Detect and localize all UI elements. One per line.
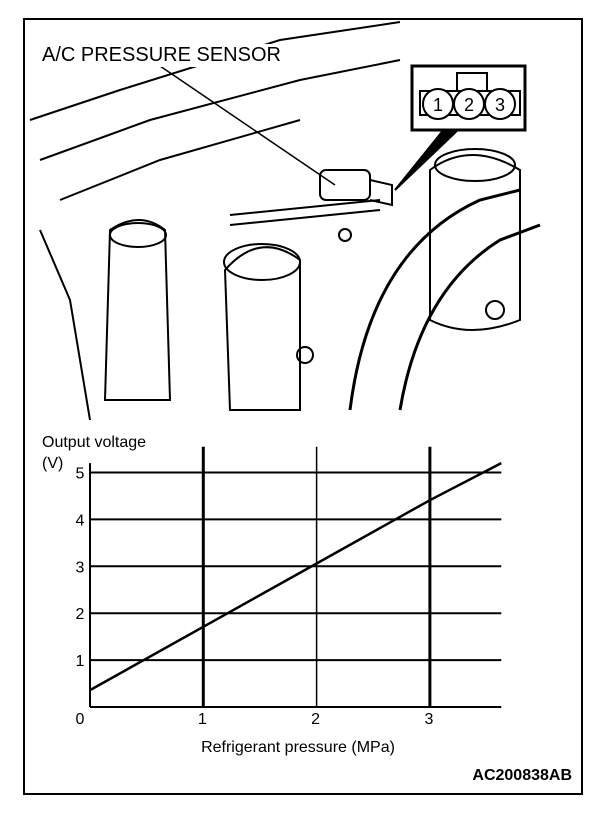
connector-pin-label: 1	[433, 95, 443, 115]
fender-line	[59, 119, 301, 201]
x-tick-label: 1	[198, 711, 207, 728]
bolt	[338, 228, 352, 242]
series-line-output-voltage	[89, 462, 502, 692]
reservoir-left	[103, 219, 172, 401]
pressure-sensor-body	[319, 169, 371, 201]
y-tick-label: 4	[76, 512, 85, 529]
large-hose	[348, 188, 521, 411]
origin-label: 0	[76, 711, 85, 728]
y-tick-label: 3	[76, 559, 85, 576]
refrigerant-line	[229, 209, 381, 226]
y-axis-label: Output voltage	[42, 434, 146, 451]
y-tick-label: 1	[76, 653, 85, 670]
fender-line	[39, 229, 91, 420]
y-axis-unit: (V)	[42, 455, 63, 472]
connector-pin-label: 3	[495, 95, 505, 115]
x-axis-label: Refrigerant pressure (MPa)	[201, 739, 395, 756]
connector-pin-3	[484, 88, 516, 120]
bolt	[296, 346, 314, 364]
reservoir-right	[429, 154, 521, 331]
engine-bay-illustration: 1 2 3	[29, 21, 541, 420]
y-tick-label: 5	[76, 466, 85, 483]
x-tick-label: 2	[311, 711, 320, 728]
figure-frame	[23, 18, 583, 795]
hose-clamp	[485, 300, 505, 320]
sensor-connector	[369, 179, 393, 207]
reservoir-cap	[109, 222, 167, 248]
intake-pipe-end	[223, 243, 301, 281]
sensor-label: A/C PRESSURE SENSOR	[40, 44, 283, 67]
label-leader-line	[159, 65, 336, 186]
intake-pipe	[223, 246, 301, 411]
y-tick-label: 2	[76, 606, 85, 623]
connector-pin-label: 2	[464, 95, 474, 115]
large-hose	[398, 223, 541, 411]
x-tick-label: 3	[424, 711, 433, 728]
refrigerant-line	[229, 199, 381, 216]
hood-edge-line	[39, 59, 401, 161]
figure-code: AC200838AB	[472, 767, 572, 784]
reservoir-right-cap	[434, 148, 516, 182]
